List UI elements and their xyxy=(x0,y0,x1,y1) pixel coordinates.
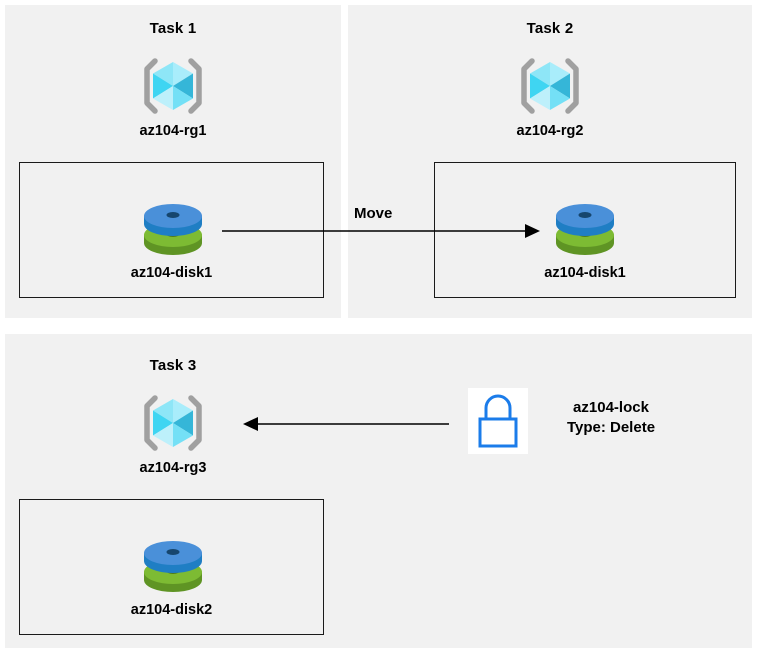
move-arrow xyxy=(222,224,540,238)
task-1-title: Task 1 xyxy=(149,20,197,37)
managed-disk-icon xyxy=(552,197,618,257)
panel-task-2 xyxy=(348,5,752,318)
panel-task-1 xyxy=(5,5,341,318)
task-2-resource-group-label: az104-rg2 xyxy=(516,123,584,139)
task-3-disk-label: az104-disk2 xyxy=(130,602,213,618)
task-3-resource-group-label: az104-rg3 xyxy=(139,460,207,476)
task-1-disk-label: az104-disk1 xyxy=(130,265,213,281)
task-2-resource-container xyxy=(434,162,736,298)
task-3-resource-container xyxy=(19,499,324,635)
lock-arrow xyxy=(243,417,449,431)
task-3-title: Task 3 xyxy=(149,357,197,374)
resource-group-cube-icon xyxy=(518,55,582,117)
task-2-disk-label: az104-disk1 xyxy=(544,265,626,281)
managed-disk-icon xyxy=(140,197,206,257)
lock-type: Type: Delete xyxy=(566,419,656,436)
task-1-resource-group-label: az104-rg1 xyxy=(139,123,207,139)
resource-group-cube-icon xyxy=(141,55,205,117)
lock-name: az104-lock xyxy=(573,399,649,416)
padlock-icon xyxy=(468,388,528,454)
task-1-resource-container xyxy=(19,162,324,298)
panel-task-3 xyxy=(5,334,752,648)
move-arrow-label: Move xyxy=(354,205,393,222)
lock-text-block: az104-lock Type: Delete xyxy=(536,398,686,438)
managed-disk-icon xyxy=(140,534,206,594)
task-2-title: Task 2 xyxy=(526,20,574,37)
resource-group-cube-icon xyxy=(141,392,205,454)
